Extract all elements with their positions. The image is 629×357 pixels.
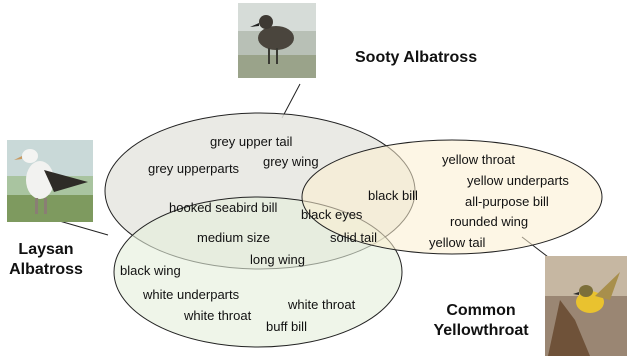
attr-yellow-underparts: yellow underparts (467, 174, 569, 187)
attr-black-eyes: black eyes (301, 208, 362, 221)
attr-white-throat-center: white throat (288, 298, 355, 311)
laysan-title-line1: Laysan (6, 240, 86, 260)
attr-white-underparts: white underparts (143, 288, 239, 301)
attr-hooked-seabird-bill: hooked seabird bill (169, 201, 277, 214)
attr-grey-wing: grey wing (263, 155, 319, 168)
attr-buff-bill: buff bill (266, 320, 307, 333)
common-title-line2: Yellowthroat (418, 321, 544, 341)
common-yellowthroat-photo (545, 256, 627, 356)
laysan-title-line2: Albatross (6, 260, 86, 280)
sooty-connector-line (282, 84, 300, 118)
laysan-connector-line (56, 220, 108, 235)
attr-long-wing: long wing (250, 253, 305, 266)
attr-rounded-wing: rounded wing (450, 215, 528, 228)
attr-white-throat-lower: white throat (184, 309, 251, 322)
laysan-albatross-photo (7, 140, 93, 222)
attr-yellow-tail: yellow tail (429, 236, 485, 249)
attr-yellow-throat: yellow throat (442, 153, 515, 166)
attr-solid-tail: solid tail (330, 231, 377, 244)
attr-black-bill: black bill (368, 189, 418, 202)
attr-medium-size: medium size (197, 231, 270, 244)
attr-grey-upper-tail: grey upper tail (210, 135, 292, 148)
laysan-albatross-title: Laysan Albatross (6, 240, 86, 280)
attr-grey-upperparts: grey upperparts (148, 162, 239, 175)
common-title-line1: Common (418, 301, 544, 321)
attr-all-purpose-bill: all-purpose bill (465, 195, 549, 208)
sooty-albatross-photo (238, 3, 316, 78)
common-yellowthroat-title: Common Yellowthroat (418, 301, 544, 341)
attr-black-wing: black wing (120, 264, 181, 277)
sooty-albatross-title: Sooty Albatross (355, 48, 477, 68)
